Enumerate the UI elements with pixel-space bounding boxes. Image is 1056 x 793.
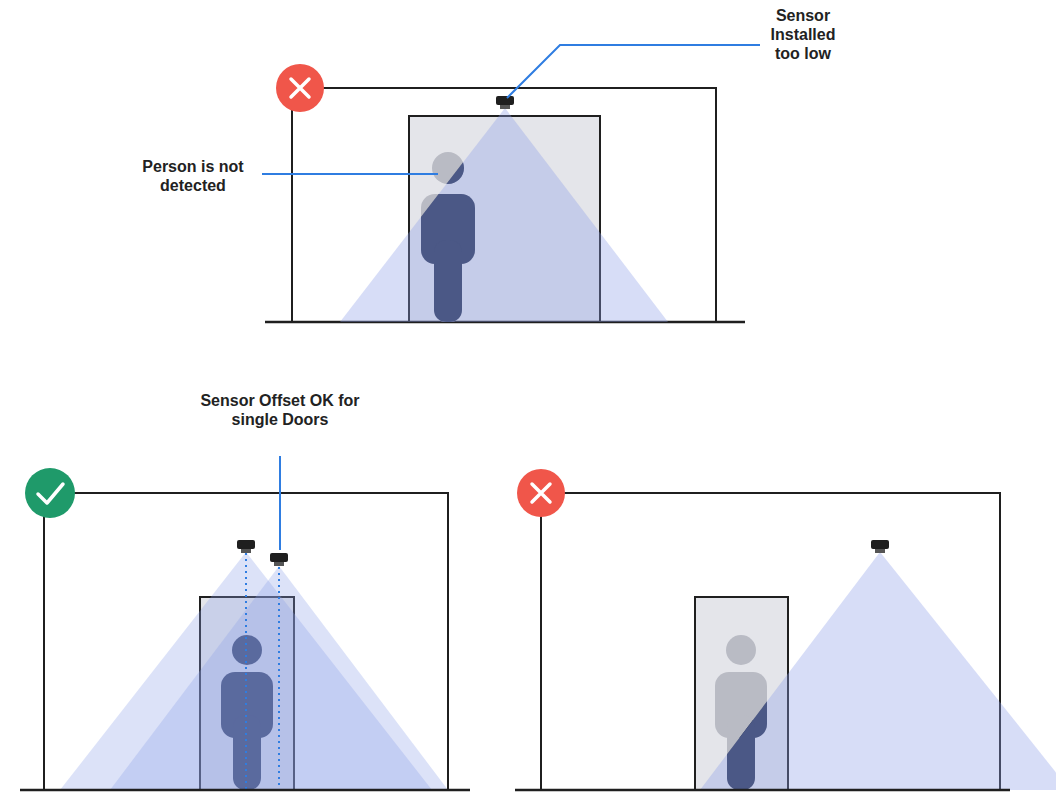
offset-callout: Sensor Offset OK for single Doors	[195, 391, 365, 429]
bottom-right-panel	[515, 469, 1056, 790]
detection-callout: Person is not detected	[128, 157, 258, 195]
bottom-left-panel	[20, 456, 470, 790]
top-panel	[262, 45, 760, 322]
sensor-callout: Sensor Installed too low	[758, 6, 848, 63]
